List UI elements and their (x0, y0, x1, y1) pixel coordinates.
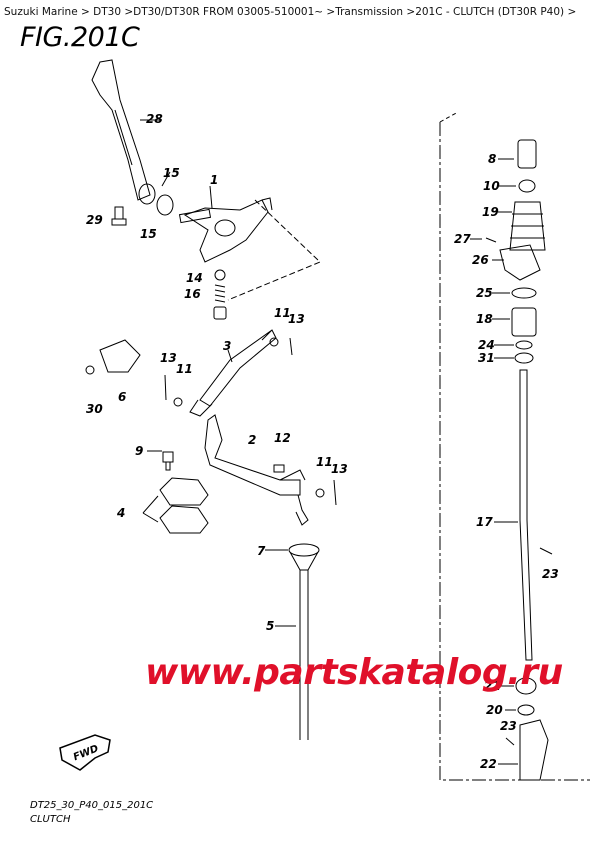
callout-23-b: 23 (500, 719, 517, 733)
callout-12: 12 (274, 431, 291, 445)
part-7-grommet (288, 543, 320, 557)
figure-title: FIG.201C (20, 22, 140, 53)
part-31-ring (514, 352, 534, 364)
part-14-ball (214, 269, 226, 281)
callout-13-b: 13 (160, 351, 177, 365)
callout-3: 3 (223, 339, 231, 353)
callout-11-a: 11 (274, 306, 291, 320)
part-13-pin-b (164, 374, 167, 401)
part-15-bushing-b (156, 194, 174, 216)
part-4-bracket-top (159, 477, 209, 506)
part-6-block (99, 339, 141, 373)
callout-20: 20 (486, 703, 503, 717)
footer-subtitle: CLUTCH (30, 814, 71, 825)
part-20-washer (517, 704, 535, 716)
callout-23-a: 23 (542, 567, 559, 581)
assembly-dashed-box (439, 122, 590, 781)
watermark: www.partskatalog.ru (145, 652, 563, 693)
callout-7: 7 (257, 544, 266, 558)
callout-17: 17 (476, 515, 493, 529)
part-12-screw (273, 464, 285, 473)
part-18-bushing (511, 307, 537, 337)
callout-1: 1 (210, 173, 218, 187)
callout-25: 25 (476, 286, 493, 300)
part-21-bushing (515, 677, 537, 695)
part-27-screw (485, 237, 497, 243)
part-13-pin-a (289, 337, 293, 356)
part-11-washer-b (173, 397, 183, 407)
callout-6: 6 (118, 390, 126, 404)
part-2-shift-arm (204, 414, 301, 496)
callout-11-c: 11 (316, 455, 333, 469)
callout-15-b: 15 (140, 227, 157, 241)
part-5-clutch-rod (299, 570, 309, 740)
callout-31: 31 (478, 351, 495, 365)
part-11-washer-a (269, 337, 279, 347)
callout-15-a: 15 (163, 166, 180, 180)
callout-16: 16 (184, 287, 201, 301)
callout-28: 28 (146, 112, 163, 126)
part-16-plug (213, 306, 227, 320)
callout-18: 18 (476, 312, 493, 326)
part-8-cap (517, 139, 537, 169)
callout-19: 19 (482, 205, 499, 219)
callout-21: 21 (484, 679, 501, 693)
part-25-ring (511, 287, 537, 299)
callout-2: 2 (248, 433, 256, 447)
fwd-arrow-icon: FWD (59, 734, 111, 771)
part-23-pin-a (539, 547, 553, 555)
part-26-bracket (499, 244, 541, 281)
callout-27: 27 (454, 232, 471, 246)
callout-24: 24 (478, 338, 495, 352)
callout-22: 22 (480, 757, 497, 771)
part-4-bracket-bottom (159, 505, 209, 534)
callout-5: 5 (266, 619, 274, 633)
part-29-bolt (111, 206, 127, 226)
part-23-pin-b (505, 737, 515, 746)
part-3-shift-rod (199, 329, 277, 407)
callout-4: 4 (116, 506, 125, 520)
callout-13-c: 13 (331, 462, 348, 476)
callout-9: 9 (135, 444, 143, 458)
part-16-spring (214, 284, 226, 303)
footer-code: DT25_30_P40_015_201C (30, 800, 154, 811)
callout-26: 26 (472, 253, 489, 267)
callout-8: 8 (488, 152, 496, 166)
part-24-washer (515, 340, 533, 350)
part-22-bracket (519, 719, 549, 781)
part-9-bolt (162, 451, 174, 471)
callout-13-a: 13 (288, 312, 305, 326)
part-17-rod (519, 369, 533, 661)
part-28-lever (91, 59, 151, 201)
part-13-pin-c (333, 479, 337, 506)
part-10-nut (518, 179, 536, 193)
part-19-boot (509, 201, 546, 251)
callout-29: 29 (86, 213, 103, 227)
part-11-washer-c (315, 488, 325, 498)
callout-11-b: 11 (176, 362, 193, 376)
breadcrumb: Suzuki Marine > DT30 >DT30/DT30R FROM 03… (4, 6, 577, 18)
callout-14: 14 (186, 271, 203, 285)
part-1-shifter (178, 197, 273, 263)
part-15-bushing-a (138, 183, 156, 205)
part-30-cap (85, 365, 95, 375)
callout-10: 10 (483, 179, 500, 193)
callout-30: 30 (86, 402, 103, 416)
